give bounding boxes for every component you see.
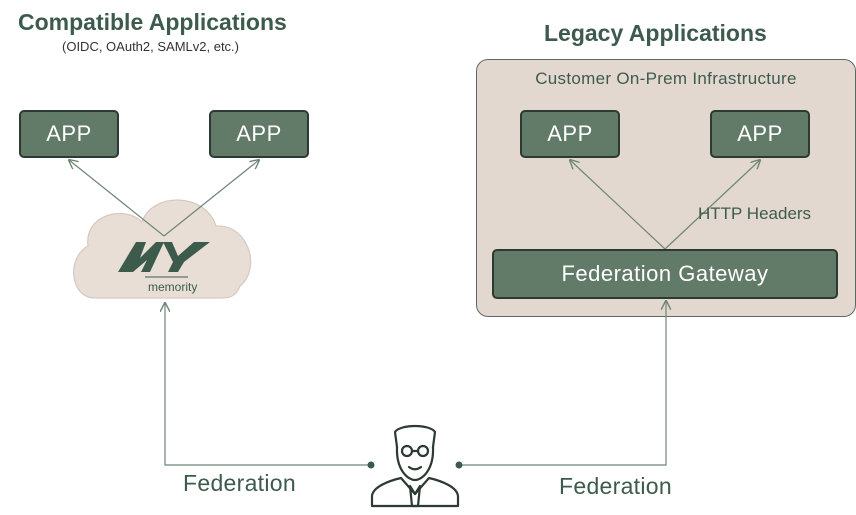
federation-label-right: Federation	[559, 473, 672, 499]
user-with-glasses-icon	[370, 424, 460, 508]
arrow-gateway-to-app-2	[664, 160, 760, 250]
legacy-app-2[interactable]: APP	[710, 110, 810, 158]
federation-connector-right	[459, 301, 666, 466]
arrow-idp-to-app-1	[69, 160, 165, 237]
legacy-app-1[interactable]: APP	[520, 110, 620, 158]
compatible-apps-subtitle: (OIDC, OAuth2, SAMLv2, etc.)	[62, 39, 239, 54]
federation-connector-left	[165, 303, 371, 466]
arrow-idp-to-app-2	[163, 160, 259, 237]
http-headers-label: HTTP Headers	[698, 204, 812, 223]
memority-logo-icon	[118, 242, 210, 278]
arrow-gateway-to-app-1	[570, 160, 666, 250]
federation-gateway-box[interactable]: Federation Gateway	[492, 249, 838, 299]
compatible-app-2[interactable]: APP	[209, 110, 309, 158]
federation-label-left: Federation	[183, 470, 296, 496]
compatible-app-1[interactable]: APP	[19, 110, 119, 158]
legacy-apps-title: Legacy Applications	[544, 20, 767, 46]
identity-provider-cloud	[73, 199, 252, 299]
on-prem-infrastructure-label: Customer On-Prem Infrastructure	[535, 69, 797, 88]
compatible-apps-title: Compatible Applications	[18, 9, 287, 35]
memority-logo-text: memority	[148, 280, 198, 294]
